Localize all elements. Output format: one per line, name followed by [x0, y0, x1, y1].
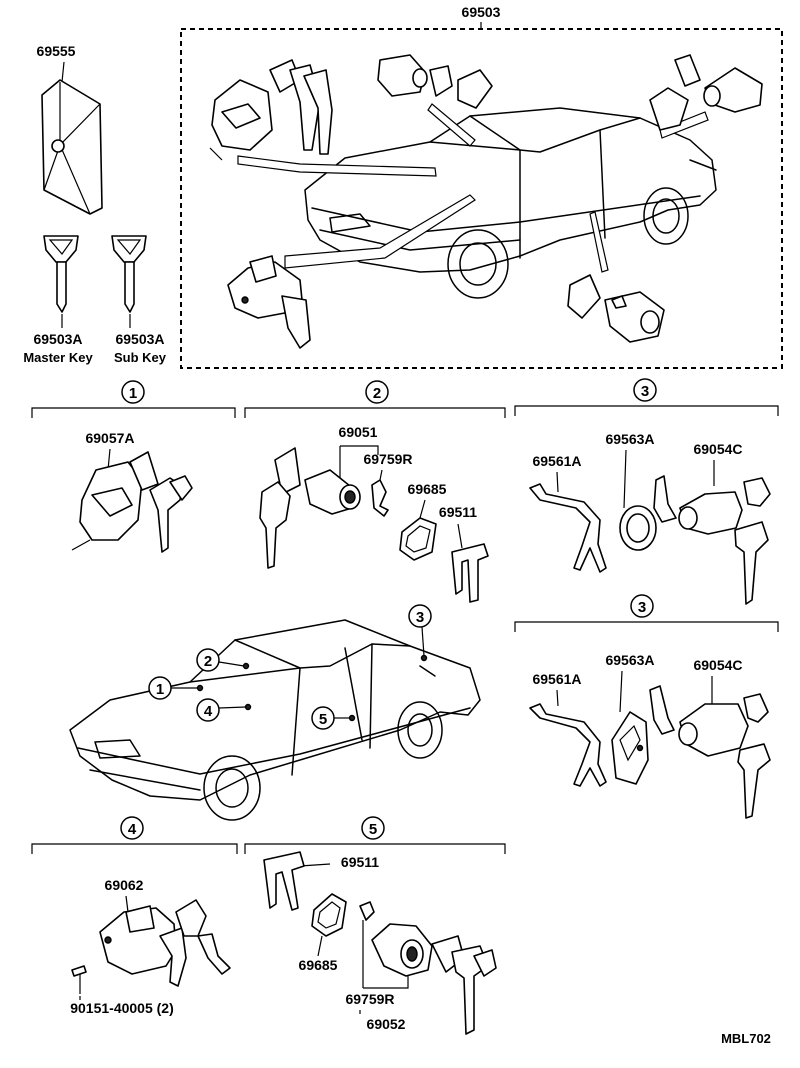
- car-callout-4: 4: [196, 698, 247, 722]
- section-5-number: 5: [369, 821, 377, 838]
- rear-door-retainer-clip: [263, 851, 305, 911]
- label-sub-key-no: 69503A: [115, 331, 164, 347]
- kit-door-cylinder: [377, 54, 493, 109]
- label-kit-69503: 69503: [462, 4, 501, 20]
- kit-ignition-cylinder: [209, 59, 333, 161]
- ignition-switch-cylinder: [71, 451, 193, 553]
- lid-lock-rod-b: [529, 703, 607, 787]
- section-3b-header: 3: [514, 594, 779, 632]
- kit-arrow-trunk: [659, 111, 709, 139]
- label-69561A-b: 69561A: [532, 671, 581, 687]
- door-cylinder-pad: [399, 517, 437, 561]
- label-69561A-a: 69561A: [532, 453, 581, 469]
- section-4-header: 4: [31, 816, 238, 854]
- car-callout-5-text: 5: [319, 711, 327, 728]
- screw: [71, 965, 87, 994]
- kit-arrow-right-door: [589, 211, 609, 273]
- kit-group: 69503: [180, 4, 783, 369]
- master-key: [43, 235, 79, 313]
- label-90151-40005: 90151-40005 (2): [70, 1000, 174, 1016]
- label-sub-key: Sub Key: [114, 350, 167, 365]
- lid-cylinder-pad-b: [611, 711, 649, 785]
- rear-door-lock-cylinder: [371, 923, 497, 1035]
- label-69759R-s5: 69759R: [345, 991, 394, 1007]
- section-3a-header: 3: [514, 378, 779, 416]
- section-3a-number: 3: [641, 383, 649, 400]
- rear-door-cylinder-pad: [311, 893, 347, 937]
- car-callout-1: 1: [148, 676, 198, 700]
- label-69054C-b: 69054C: [693, 657, 742, 673]
- lid-lock-rod-a: [529, 483, 607, 573]
- label-69052: 69052: [367, 1016, 406, 1032]
- door-retainer-clip: [451, 543, 489, 603]
- label-69685-s5: 69685: [299, 957, 338, 973]
- rear-door-lever: [359, 901, 375, 921]
- glove-box-lock: [99, 899, 231, 987]
- lid-lock-cylinder-a: [653, 475, 771, 605]
- kit-arrow-glovebox: [284, 194, 476, 269]
- drawing-code: MBL702: [721, 1031, 771, 1046]
- kit-trunk-cylinder: [649, 54, 763, 131]
- key-plate: [41, 79, 103, 215]
- label-master-key: Master Key: [23, 350, 93, 365]
- lid-lock-cylinder-b: [649, 685, 771, 819]
- car-callout-3: 3: [408, 604, 432, 657]
- location-car-illustration: [69, 619, 481, 821]
- label-69062: 69062: [105, 877, 144, 893]
- car-callout-2: 2: [196, 648, 245, 672]
- kit-car-illustration: [304, 107, 717, 299]
- section-1-header: 1: [31, 380, 236, 418]
- section-2-number: 2: [373, 385, 381, 402]
- section-3b-number: 3: [638, 599, 646, 616]
- sub-key: [111, 235, 147, 313]
- car-callout-2-text: 2: [204, 653, 212, 670]
- label-69051: 69051: [339, 424, 378, 440]
- car-callout-3-text: 3: [416, 609, 424, 626]
- label-69759R: 69759R: [363, 451, 412, 467]
- kit-glovebox-lock: [227, 255, 311, 349]
- label-69057A: 69057A: [85, 430, 134, 446]
- car-callout-1-text: 1: [156, 681, 164, 698]
- kit-arrow-door: [427, 103, 476, 147]
- label-69685-s2: 69685: [408, 481, 447, 497]
- section-1-number: 1: [129, 385, 137, 402]
- car-callout-4-text: 4: [204, 703, 213, 720]
- kit-right-door-cylinder: [567, 274, 665, 343]
- door-lock-cylinder: [259, 447, 389, 569]
- label-master-key-no: 69503A: [33, 331, 82, 347]
- label-69054C-a: 69054C: [693, 441, 742, 457]
- section-4-number: 4: [128, 821, 137, 838]
- label-69555: 69555: [37, 43, 76, 59]
- lid-cylinder-pad-a: [619, 505, 657, 551]
- car-callout-5: 5: [311, 706, 350, 730]
- section-5-header: 5: [244, 816, 506, 854]
- label-69563A-a: 69563A: [605, 431, 654, 447]
- kit-arrow-ignition: [237, 155, 437, 177]
- label-69563A-b: 69563A: [605, 652, 654, 668]
- label-69511-s5: 69511: [341, 854, 379, 870]
- label-69511-s2: 69511: [439, 504, 477, 520]
- key-plate-group: 69555: [37, 43, 103, 215]
- section-2-header: 2: [244, 380, 506, 418]
